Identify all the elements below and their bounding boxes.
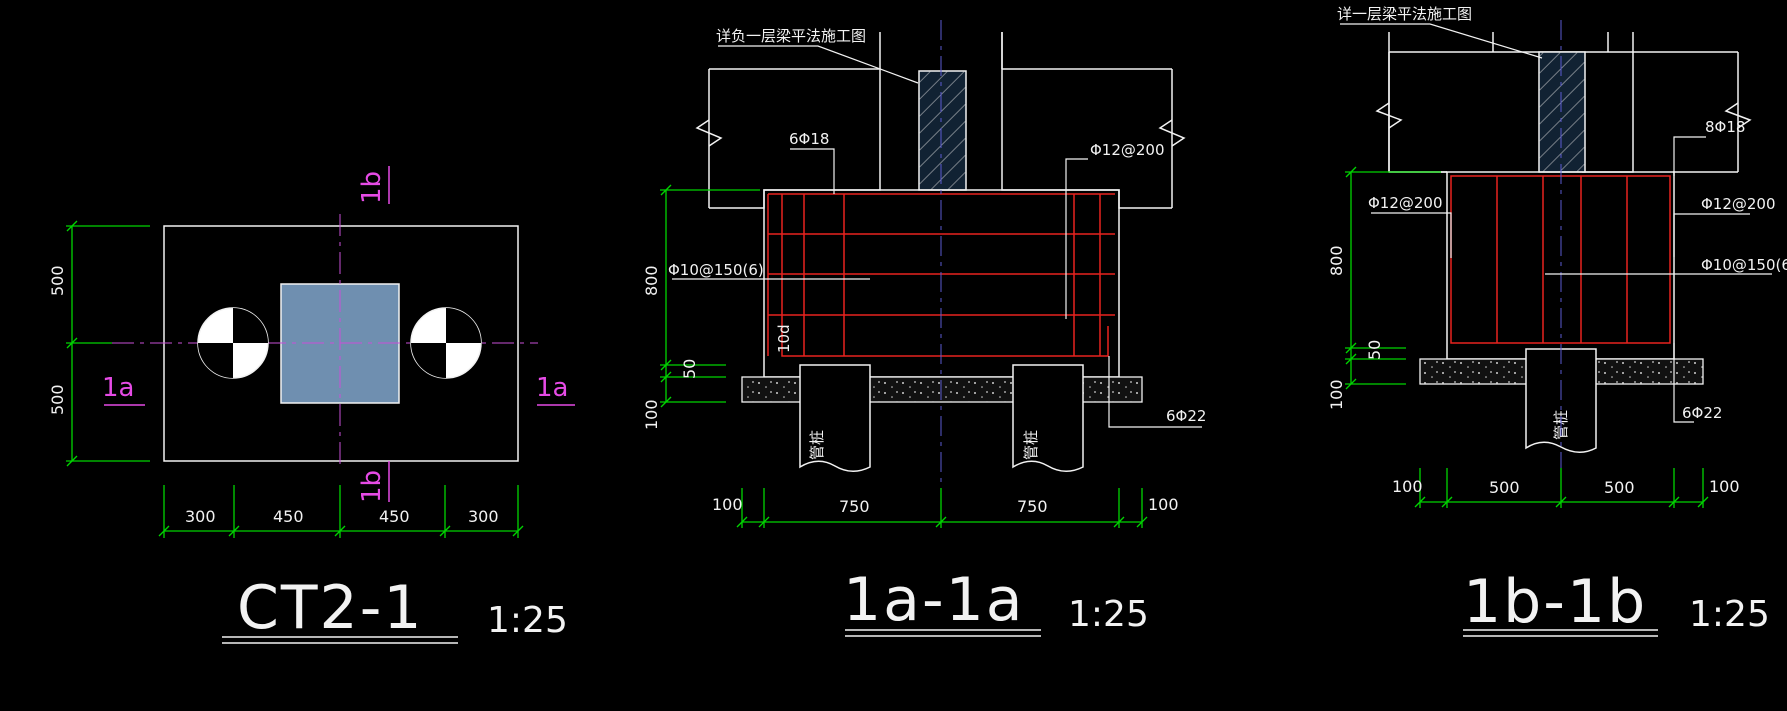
section-b-dim-50: 50 — [1365, 340, 1384, 360]
section-a-dim-100: 100 — [642, 399, 661, 430]
plan-scale: 1:25 — [487, 600, 568, 641]
pile-symbol-right — [410, 307, 482, 379]
plan-dim-h-2: 450 — [273, 507, 304, 526]
section-label-1a-left: 1a — [102, 373, 134, 403]
section-a-dim-h-1: 100 — [712, 495, 743, 514]
section-b-top-bars: 8Φ18 — [1705, 118, 1745, 136]
section-a-pile-label-left: 管桩 — [808, 430, 826, 460]
section-label-1b-top: 1b — [357, 171, 387, 204]
section-b-dim-h-2: 500 — [1489, 478, 1520, 497]
plan-dim-horizontal — [158, 485, 524, 538]
plan-dim-v-top: 500 — [48, 265, 67, 296]
section-1b-view: 管桩 详一层梁平法施工图 8Φ18 Φ12@200 Φ12@200 Φ10@15… — [1327, 5, 1787, 637]
section-b-note: 详一层梁平法施工图 — [1337, 5, 1472, 23]
section-a-stirrups: Φ10@150(6) — [668, 261, 764, 279]
section-b-dim-h-4: 100 — [1709, 477, 1740, 496]
section-a-dim-50: 50 — [680, 359, 699, 379]
section-b-stirrups: Φ10@150(6) — [1701, 256, 1787, 274]
section-a-anchor: 10d — [775, 324, 793, 353]
section-label-1b-bottom: 1b — [357, 470, 387, 503]
section-b-bottom-bars: 6Φ22 — [1682, 404, 1722, 422]
plan-title: CT2-1 — [237, 573, 424, 643]
section-a-dim-800: 800 — [642, 265, 661, 296]
plan-dim-h-3: 450 — [379, 507, 410, 526]
section-b-dim-h-1: 100 — [1392, 477, 1423, 496]
section-b-dim-100: 100 — [1327, 379, 1346, 410]
section-1a-view: 管桩 管桩 详负一层梁平法施工图 6Φ18 Φ12@200 Φ10@150( — [642, 20, 1206, 637]
section-b-dim-h-3: 500 — [1604, 478, 1635, 497]
plan-view: 1a 1a 1b 1b 500 500 — [48, 166, 575, 644]
section-a-pile-label-right: 管桩 — [1022, 430, 1040, 460]
pile-symbol-left — [197, 307, 269, 379]
plan-dim-vertical — [66, 220, 150, 467]
section-a-dim-h-3: 750 — [1017, 497, 1048, 516]
section-mark-1b-top: 1b — [357, 166, 390, 204]
section-a-top-bars: 6Φ18 — [789, 130, 829, 148]
section-mark-1a-right: 1a — [536, 373, 575, 406]
plan-dim-h-4: 300 — [468, 507, 499, 526]
section-b-side-bars-left: Φ12@200 — [1368, 194, 1443, 212]
plan-dim-h-1: 300 — [185, 507, 216, 526]
section-label-1a-right: 1a — [536, 373, 568, 403]
section-mark-1b-bottom: 1b — [357, 461, 390, 503]
section-a-side-bars: Φ12@200 — [1090, 141, 1165, 159]
section-a-title: 1a-1a — [843, 565, 1025, 635]
section-a-scale: 1:25 — [1068, 594, 1149, 635]
section-b-title: 1b-1b — [1463, 567, 1647, 637]
section-a-note: 详负一层梁平法施工图 — [716, 27, 866, 45]
section-b-scale: 1:25 — [1689, 594, 1770, 635]
section-mark-1a-left: 1a — [102, 373, 145, 406]
section-b-rebar — [1450, 175, 1671, 344]
section-a-dim-h-4: 100 — [1148, 495, 1179, 514]
section-b-dim-800: 800 — [1327, 245, 1346, 276]
plan-dim-v-bottom: 500 — [48, 384, 67, 415]
section-a-dim-h-2: 750 — [839, 497, 870, 516]
section-b-side-bars-right: Φ12@200 — [1701, 195, 1776, 213]
section-a-bottom-bars: 6Φ22 — [1166, 407, 1206, 425]
